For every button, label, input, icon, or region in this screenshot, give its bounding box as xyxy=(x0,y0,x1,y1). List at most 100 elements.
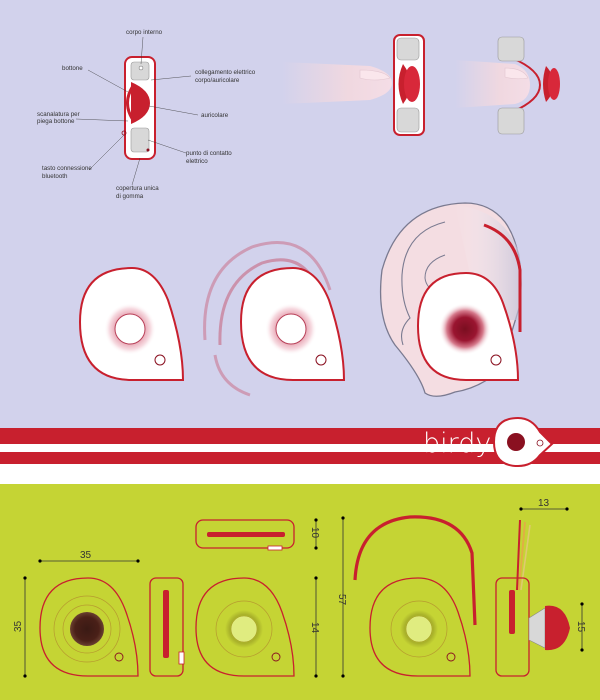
dim-dot xyxy=(314,546,318,550)
label-inner-body: corpo interno xyxy=(126,29,163,36)
finger-2 xyxy=(455,60,530,108)
dim-top-thickness: 10 xyxy=(309,527,320,539)
dim-dot xyxy=(136,559,140,563)
stem-3 xyxy=(520,524,531,591)
top-view-body xyxy=(195,519,295,549)
dim-dot xyxy=(341,674,345,678)
ear-hook xyxy=(483,223,522,332)
label-cover-1: copertura unica xyxy=(116,185,159,192)
front-brown-hole xyxy=(114,652,124,662)
device-block-bottom-1 xyxy=(396,107,420,133)
logo-dot xyxy=(507,433,525,451)
white-band xyxy=(0,444,600,452)
wave-middle xyxy=(218,258,320,346)
device-dome-4 xyxy=(548,68,560,100)
front-view-2 xyxy=(239,266,346,381)
front-brown-speaker xyxy=(70,612,104,646)
label-cover-2: di gomma xyxy=(116,193,144,200)
inner-body-bottom xyxy=(130,127,150,153)
top-view-slot xyxy=(207,532,285,537)
white-gap xyxy=(0,464,600,484)
front-view-green: 14 xyxy=(195,576,320,678)
brand-logo: birdy xyxy=(423,416,554,468)
dim-dot xyxy=(519,507,523,511)
earpiece-dome xyxy=(131,82,150,124)
sound-waves xyxy=(203,241,332,397)
brand-name: birdy xyxy=(423,428,491,459)
logo-small-hole xyxy=(536,439,544,447)
small-hole-ear xyxy=(490,354,502,366)
technical-drawings: 10 35 35 xyxy=(13,498,586,678)
top-view: 10 xyxy=(195,518,320,551)
label-groove-2: piega bottone xyxy=(37,118,75,125)
top-view-tab xyxy=(267,545,283,551)
dim-dot xyxy=(580,648,584,652)
device-block-top-2 xyxy=(497,36,525,62)
dim-dot xyxy=(38,559,42,563)
front-view-1 xyxy=(78,266,185,381)
fingernail-2 xyxy=(504,67,529,80)
front-green-inner xyxy=(230,615,258,643)
front-brown-ring-mid xyxy=(62,604,112,654)
dim-dot xyxy=(314,518,318,522)
device-dome-2 xyxy=(404,66,420,102)
side-tip-slot xyxy=(509,590,515,634)
contact-point xyxy=(146,148,150,152)
dim-front-height: 35 xyxy=(13,620,24,632)
label-contact-1: punto di contatto xyxy=(186,150,232,157)
bent-cover-2 xyxy=(511,57,542,113)
dim-dot xyxy=(23,576,27,580)
inner-body-dot xyxy=(138,65,144,71)
hook-inner xyxy=(405,615,433,643)
dim-front-width: 35 xyxy=(80,550,92,561)
front-green-ring-outer xyxy=(215,600,273,658)
dim-tip-offset: 13 xyxy=(538,498,550,509)
label-contact-2: elettrico xyxy=(186,158,208,165)
front-green-body xyxy=(195,577,295,677)
fingernail-1 xyxy=(359,69,391,81)
ear-shade xyxy=(455,205,520,320)
finger-press-step-1 xyxy=(282,34,425,136)
side-narrow-tab xyxy=(178,651,185,665)
dim-dot xyxy=(314,576,318,580)
label-earpiece: auricolare xyxy=(201,112,229,119)
exploded-diagram: corpo interno bottone collegamento elett… xyxy=(37,29,256,200)
label-bt-key-1: tasto connessione xyxy=(42,165,92,172)
small-hole-1 xyxy=(154,354,166,366)
hook-view: 57 xyxy=(336,515,477,678)
front-brown-ring-outer xyxy=(53,595,121,663)
front-green-hole xyxy=(271,652,281,662)
device-block-bottom-2 xyxy=(497,107,525,135)
label-link-2: corpo/auricolare xyxy=(195,77,240,84)
front-view-brown: 35 35 xyxy=(13,550,140,678)
ring-2 xyxy=(275,313,307,345)
wave-outer xyxy=(203,241,332,341)
label-link-1: collegamento elettrico xyxy=(195,69,256,76)
stem-2 xyxy=(518,521,526,591)
side-view-tip: 13 15 xyxy=(495,498,586,677)
leader-lines xyxy=(75,36,199,186)
dim-inner-height: 14 xyxy=(309,622,320,634)
label-button: bottone xyxy=(62,65,83,72)
ring-1 xyxy=(114,313,146,345)
dim-dot xyxy=(580,602,584,606)
ear-view xyxy=(379,202,522,397)
glow-ear xyxy=(439,303,491,355)
dim-dot xyxy=(565,507,569,511)
hook-arc xyxy=(353,515,477,626)
dim-dot xyxy=(23,674,27,678)
hook-ring-outer xyxy=(390,600,448,658)
dim-dot xyxy=(341,516,345,520)
side-narrow-slot xyxy=(163,590,169,658)
small-hole-2 xyxy=(315,354,327,366)
inner-body-top xyxy=(130,61,150,81)
dim-hook-height: 57 xyxy=(336,594,347,606)
button-arc xyxy=(126,85,135,121)
hook-hole xyxy=(446,652,456,662)
label-bt-key-2: bluetooth xyxy=(42,173,68,180)
device-block-top-1 xyxy=(396,37,420,61)
label-groove-1: scanalatura per xyxy=(37,111,80,118)
finger-press-step-2 xyxy=(455,36,560,135)
ear-inner-curve xyxy=(401,221,446,346)
